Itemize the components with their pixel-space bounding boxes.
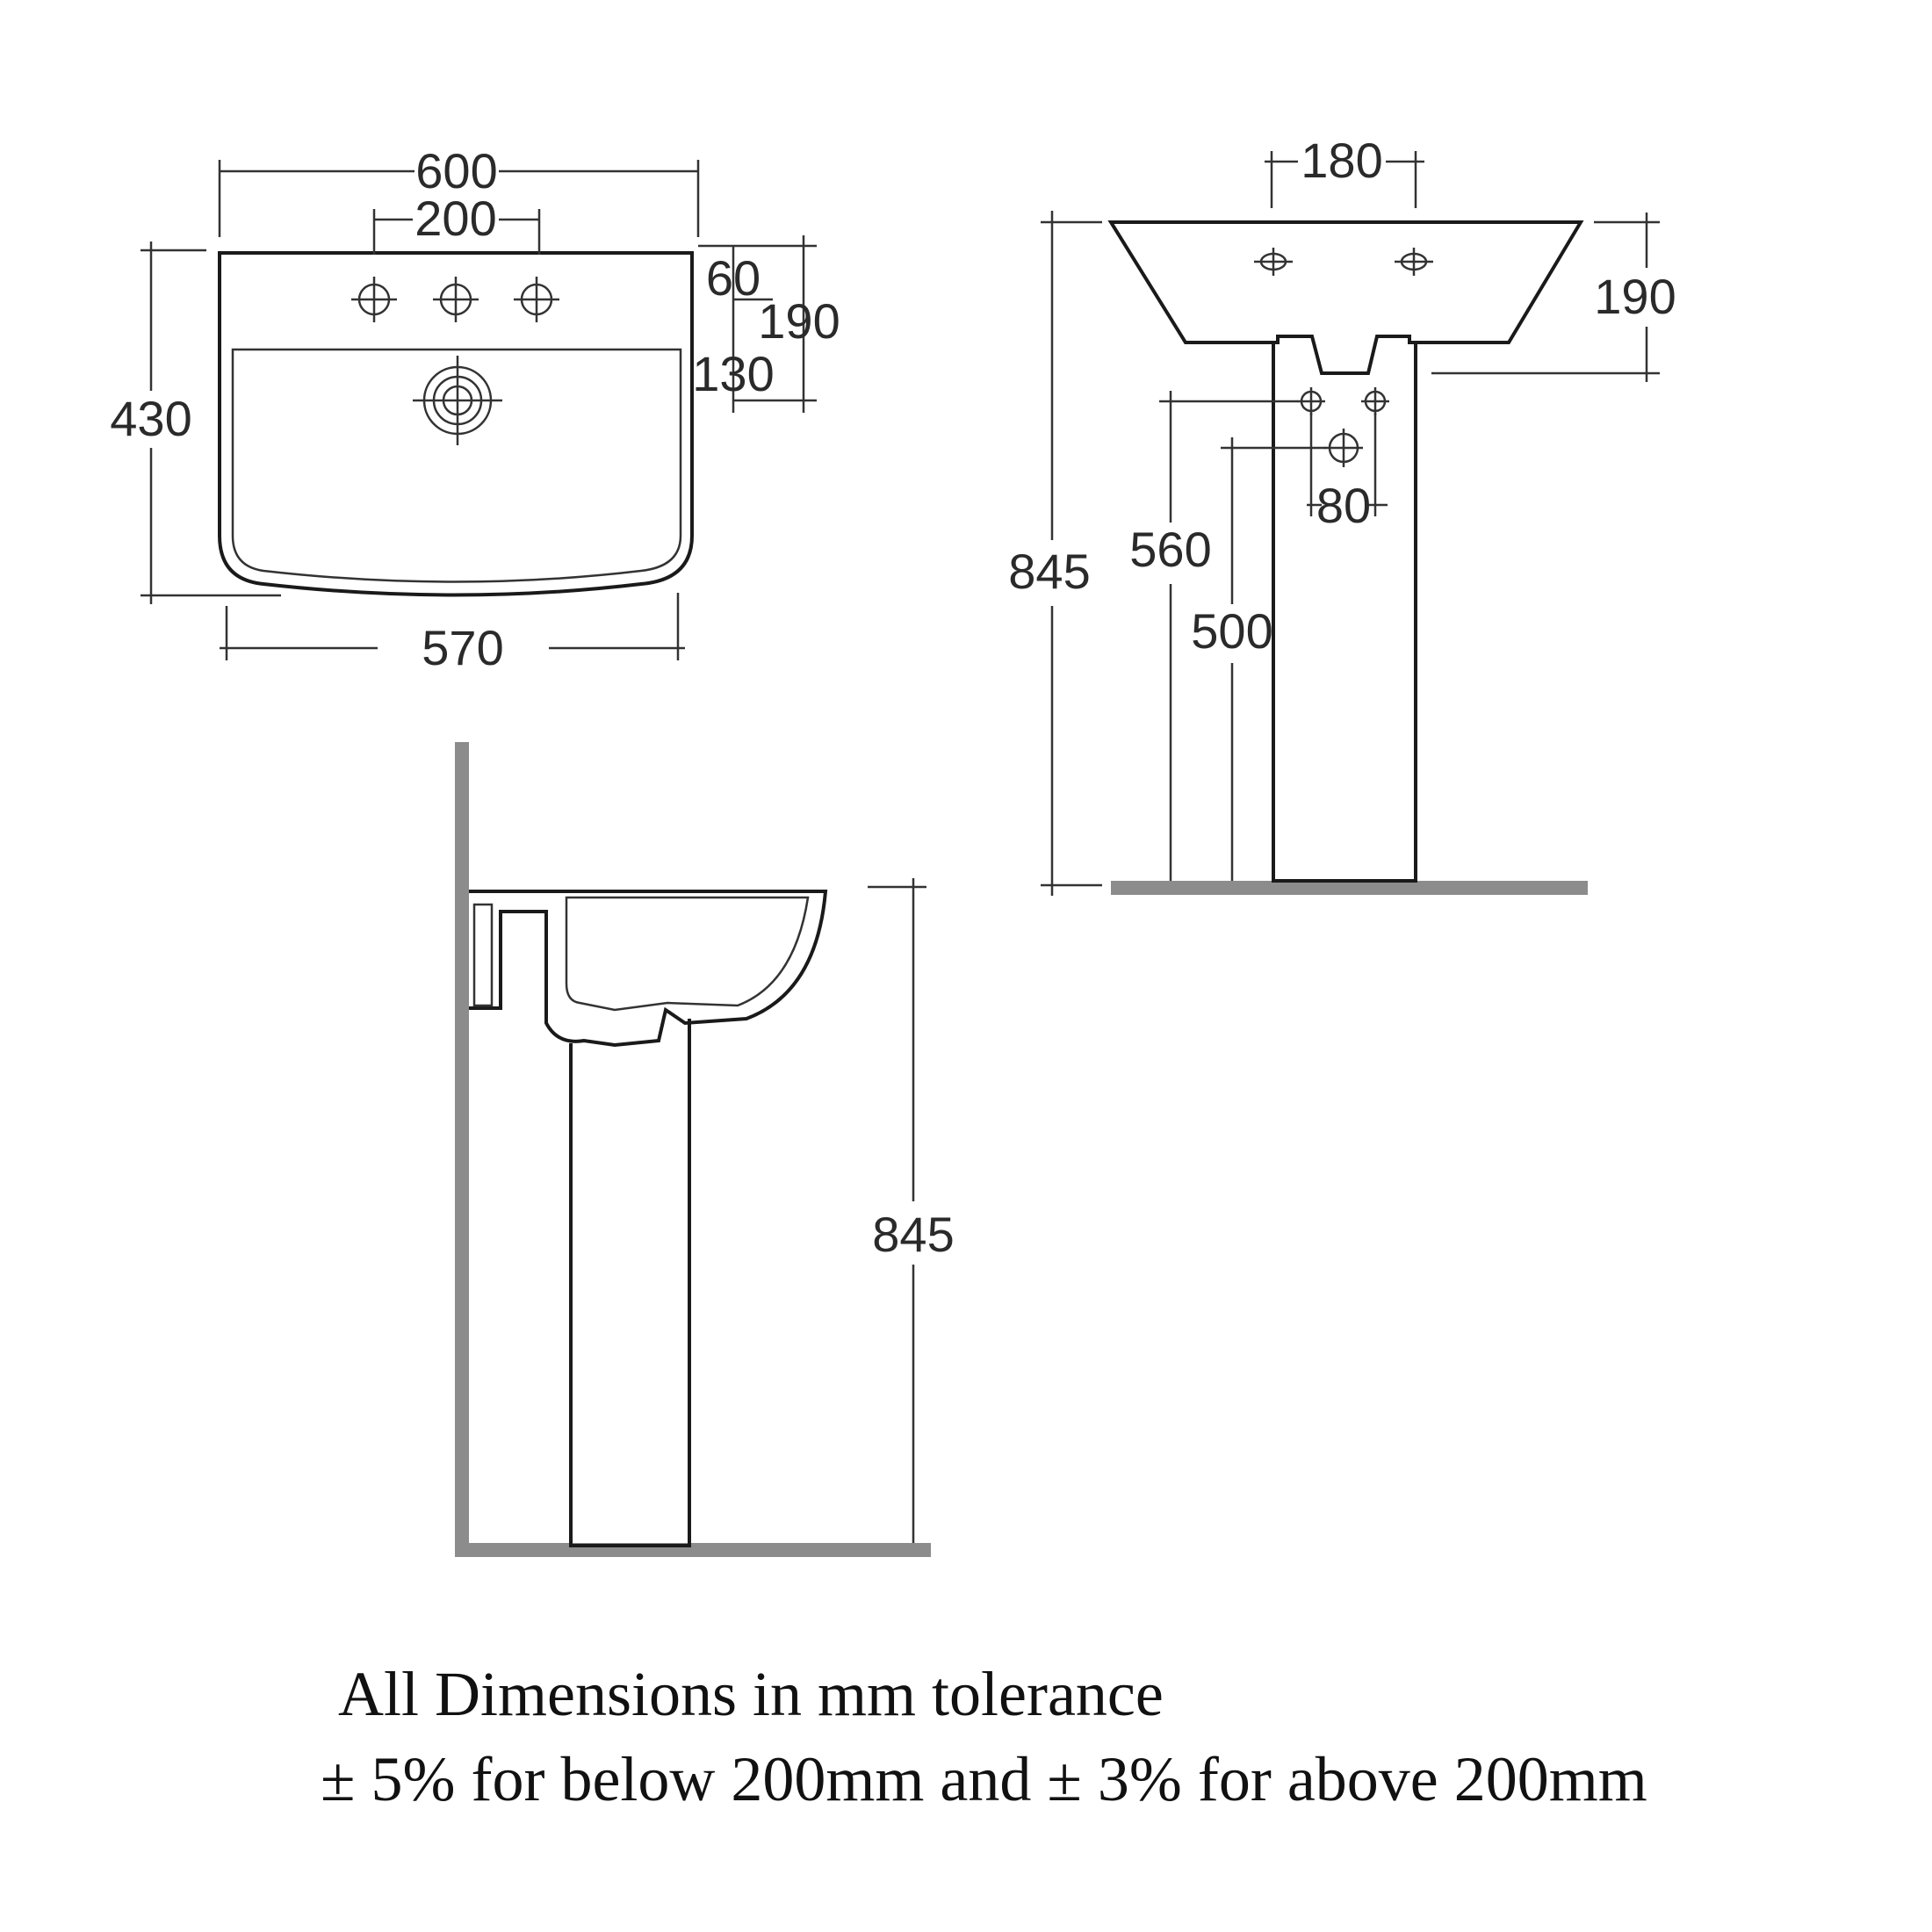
dimension-560: 560 — [1129, 391, 1298, 881]
tap-hole-icon — [433, 277, 479, 322]
supply-point-icon — [1297, 387, 1325, 415]
tap-hole-icon — [514, 277, 559, 322]
dimension-570: 570 — [220, 593, 685, 675]
floor — [1111, 881, 1588, 895]
waste-point-icon — [1324, 429, 1363, 467]
front-view: 180 190 845 560 50 — [1008, 133, 1676, 896]
dim-845-front-label: 845 — [1008, 544, 1090, 599]
dimension-190: 190 — [1431, 213, 1676, 382]
pedestal-side-outline — [569, 1019, 691, 1547]
dim-60-label: 60 — [706, 250, 761, 306]
dim-180-label: 180 — [1301, 133, 1382, 188]
waste-outlet-icon — [413, 356, 502, 445]
pedestal-front-outline — [1272, 342, 1417, 883]
basin-front-outline — [1107, 220, 1584, 375]
wall — [455, 742, 469, 1554]
dimension-180: 180 — [1265, 133, 1424, 208]
bowl-side-inner — [565, 896, 810, 1012]
dimension-500: 500 — [1191, 437, 1326, 881]
dim-430-label: 430 — [110, 391, 191, 446]
dim-190-label: 190 — [758, 293, 840, 349]
dim-845-side-label: 845 — [872, 1207, 954, 1262]
dimension-200: 200 — [372, 191, 541, 255]
dim-560-label: 560 — [1129, 522, 1211, 577]
dim-200-label: 200 — [415, 191, 496, 246]
bowl-plan-outline — [231, 348, 682, 583]
dimension-430: 430 — [110, 242, 281, 604]
dim-80-label: 80 — [1316, 478, 1371, 533]
dim-600-label: 600 — [415, 143, 497, 198]
tolerance-note-line2: ± 5% for below 200mm and ± 3% for above … — [321, 1744, 1647, 1814]
dimension-80: 80 — [1307, 413, 1388, 533]
tolerance-note-line1: All Dimensions in mm tolerance — [338, 1659, 1164, 1729]
side-view: 845 — [455, 742, 955, 1557]
tap-hole-icon — [1254, 248, 1293, 276]
dim-130-label: 130 — [692, 346, 774, 401]
dim-190-front-label: 190 — [1594, 269, 1676, 324]
dimension-600: 600 — [218, 143, 700, 237]
dimension-845-side: 845 — [868, 878, 955, 1543]
dim-500-label: 500 — [1191, 603, 1272, 659]
basin-side-outline — [469, 890, 828, 1048]
top-view: 600 200 60 190 130 430 — [110, 143, 840, 675]
supply-point-icon — [1361, 387, 1389, 415]
dimension-845-front: 845 — [1008, 211, 1102, 896]
basin-plan-outline — [218, 251, 694, 597]
tap-hole-icon — [351, 277, 397, 322]
tap-hole-icon — [1395, 248, 1433, 276]
wall-bracket — [472, 903, 494, 1007]
dimension-right-stack: 60 190 130 — [692, 235, 840, 413]
floor — [455, 1543, 931, 1557]
dim-570-label: 570 — [422, 620, 503, 675]
